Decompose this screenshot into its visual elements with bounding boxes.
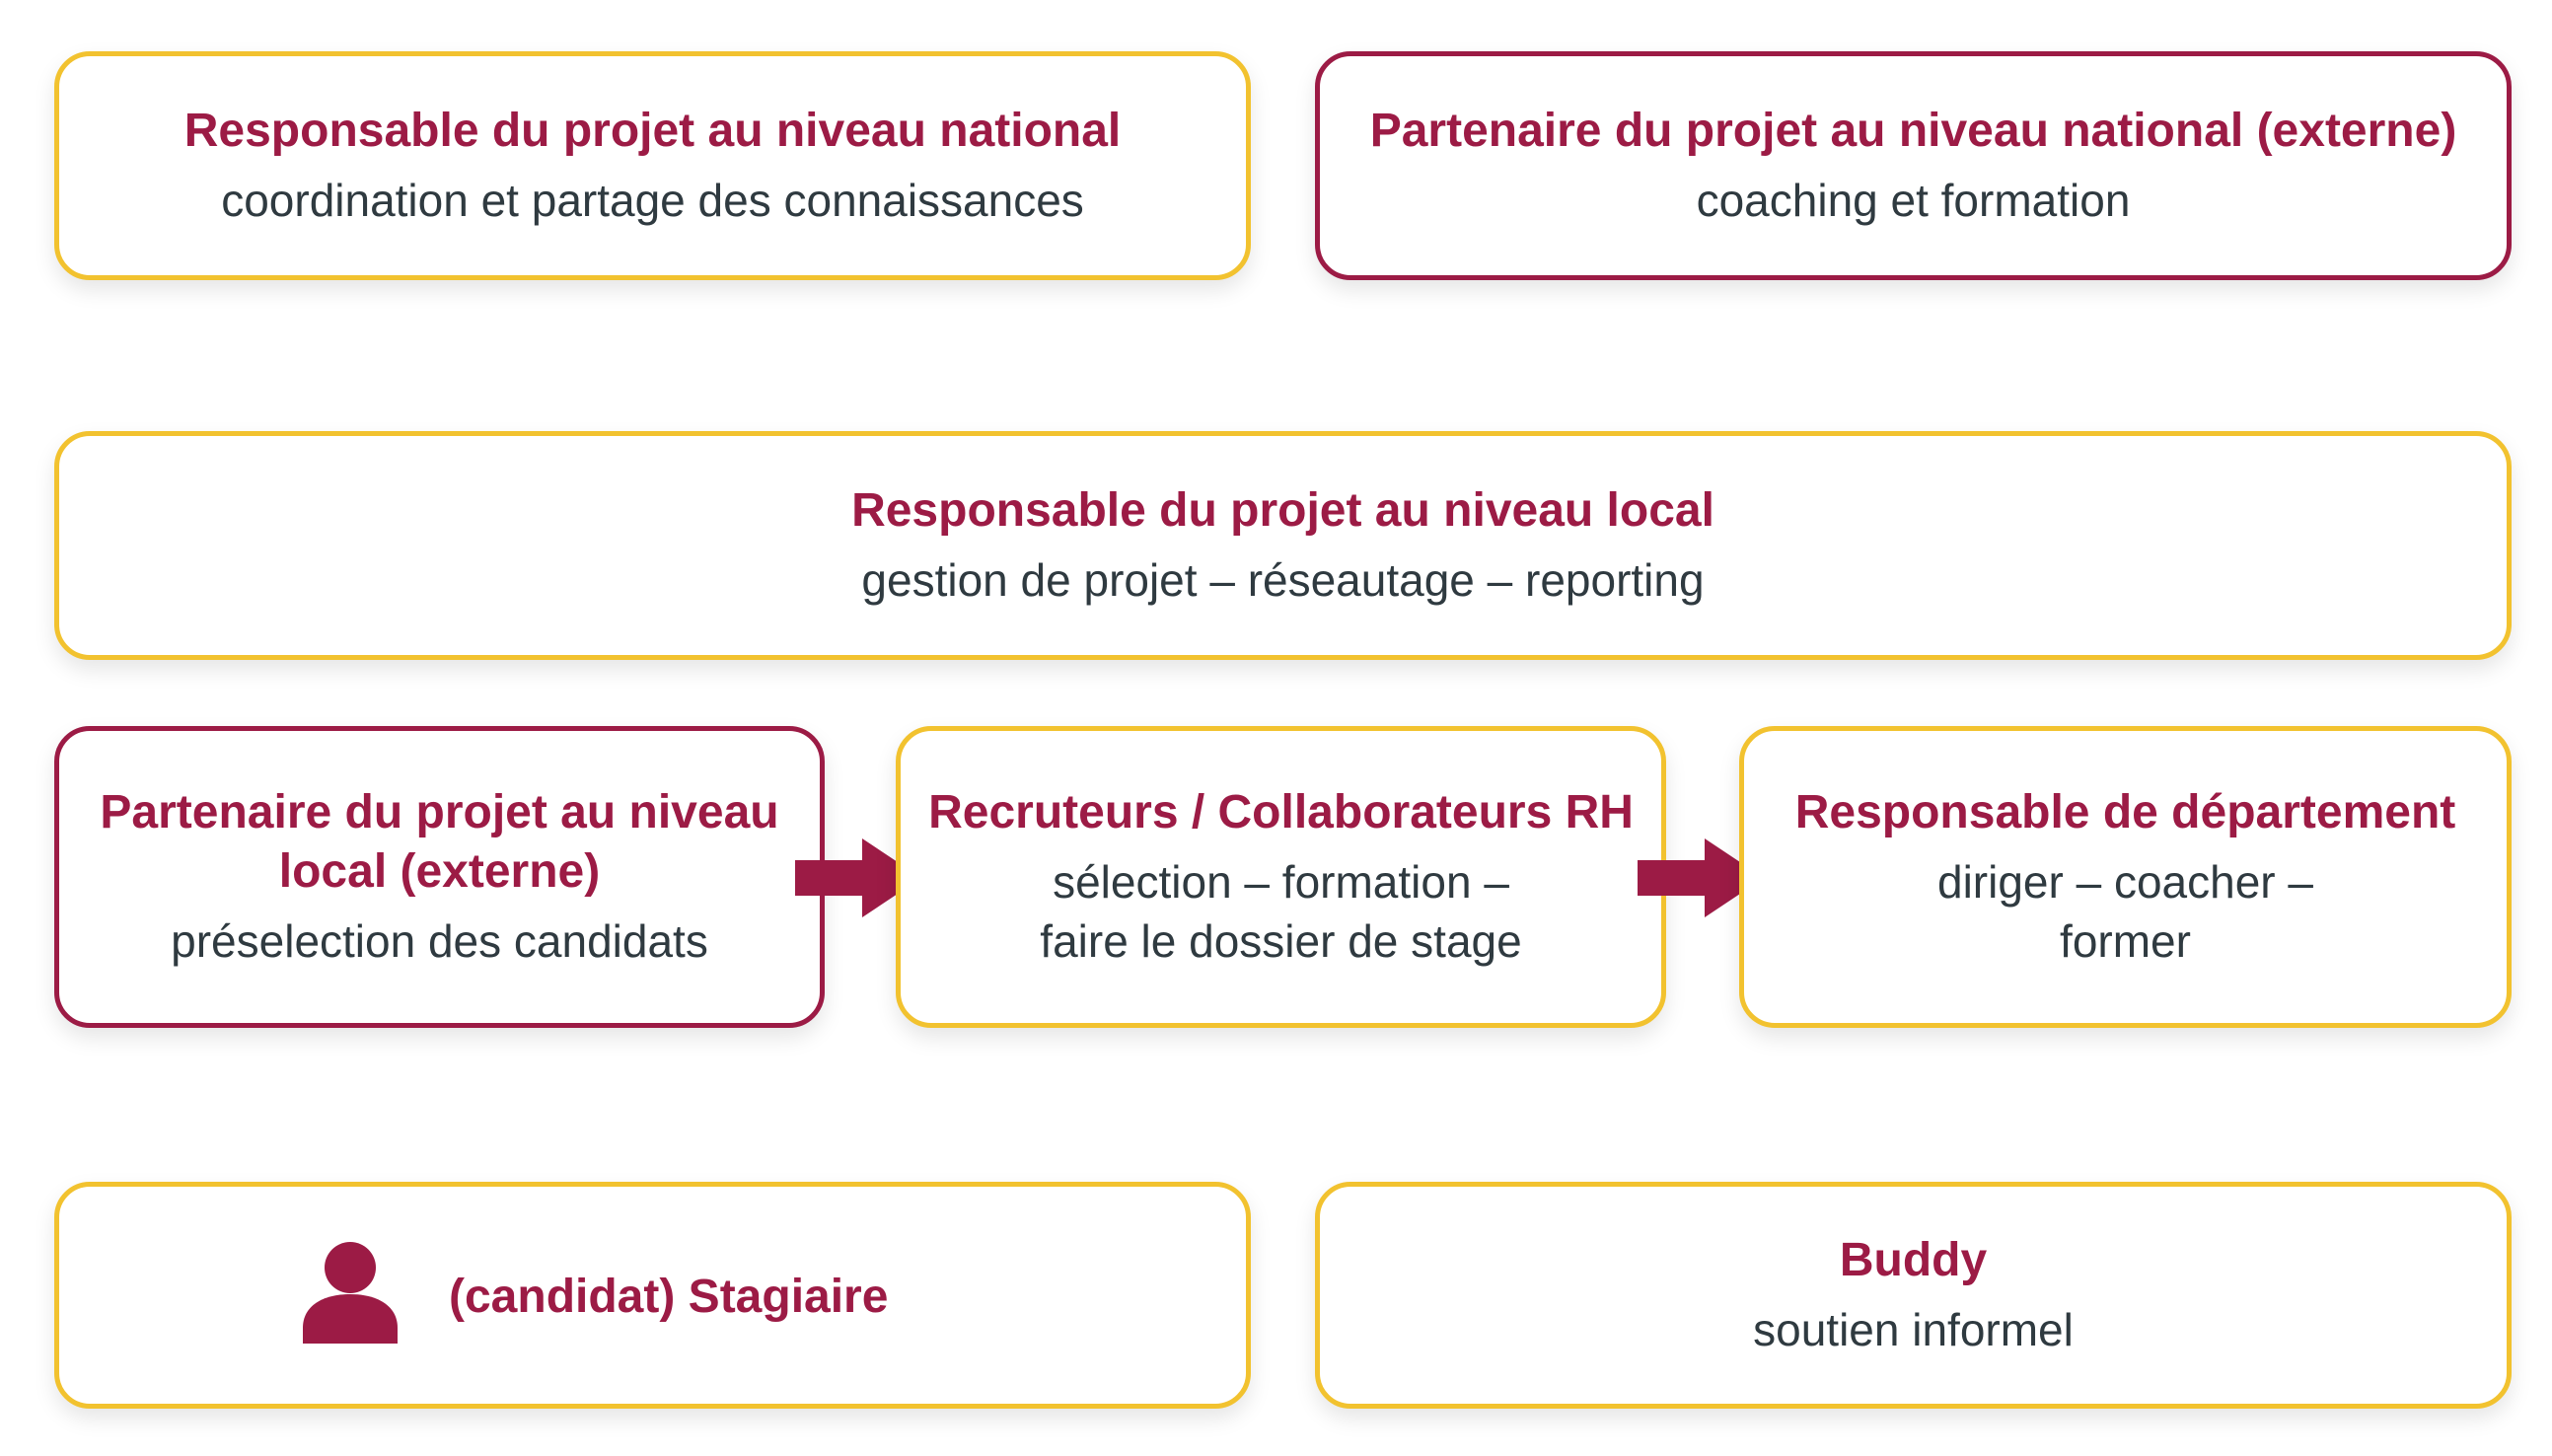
recruiters-title: Recruteurs / Collaborateurs RH — [928, 786, 1634, 838]
local-partner-subtitle: préselection des candidats — [171, 915, 708, 967]
department-head-subtitle-line2: former — [2060, 915, 2191, 967]
national-partner-subtitle: coaching et formation — [1696, 175, 2131, 226]
buddy-box: Buddy soutien informel — [1315, 1182, 2512, 1409]
person-icon — [303, 1242, 398, 1344]
local-responsible-title: Responsable du projet au niveau local — [851, 484, 1714, 537]
recruiters-box: Recruteurs / Collaborateurs RH sélection… — [896, 726, 1666, 1028]
national-responsible-title: Responsable du projet au niveau national — [183, 105, 1122, 157]
local-partner-title-line1: Partenaire du projet au niveau — [100, 786, 779, 838]
recruiters-subtitle-line2: faire le dossier de stage — [1040, 915, 1522, 967]
arrow-right-icon — [795, 838, 921, 917]
intern-box: (candidat) Stagiaire — [54, 1182, 1251, 1409]
department-head-box: Responsable de département diriger – coa… — [1739, 726, 2512, 1028]
national-responsible-subtitle: coordination et partage des connaissance… — [221, 175, 1084, 226]
national-partner-box: Partenaire du projet au niveau national … — [1315, 51, 2512, 280]
local-partner-title-line2: local (externe) — [278, 845, 601, 898]
buddy-subtitle: soutien informel — [1753, 1304, 2074, 1355]
intern-title: (candidat) Stagiaire — [449, 1271, 889, 1323]
department-head-subtitle-line1: diriger – coacher – — [1937, 856, 2313, 908]
department-head-title: Responsable de département — [1794, 786, 2456, 838]
recruiters-subtitle-line1: sélection – formation – — [1053, 856, 1509, 908]
buddy-title: Buddy — [1839, 1234, 1988, 1286]
local-responsible-subtitle: gestion de projet – réseautage – reporti… — [861, 554, 1705, 606]
national-responsible-box: Responsable du projet au niveau national… — [54, 51, 1251, 280]
national-partner-title: Partenaire du projet au niveau national … — [1369, 105, 2457, 157]
arrow-right-icon — [1638, 838, 1764, 917]
local-responsible-box: Responsable du projet au niveau local ge… — [54, 431, 2512, 660]
local-partner-box: Partenaire du projet au niveau local (ex… — [54, 726, 825, 1028]
